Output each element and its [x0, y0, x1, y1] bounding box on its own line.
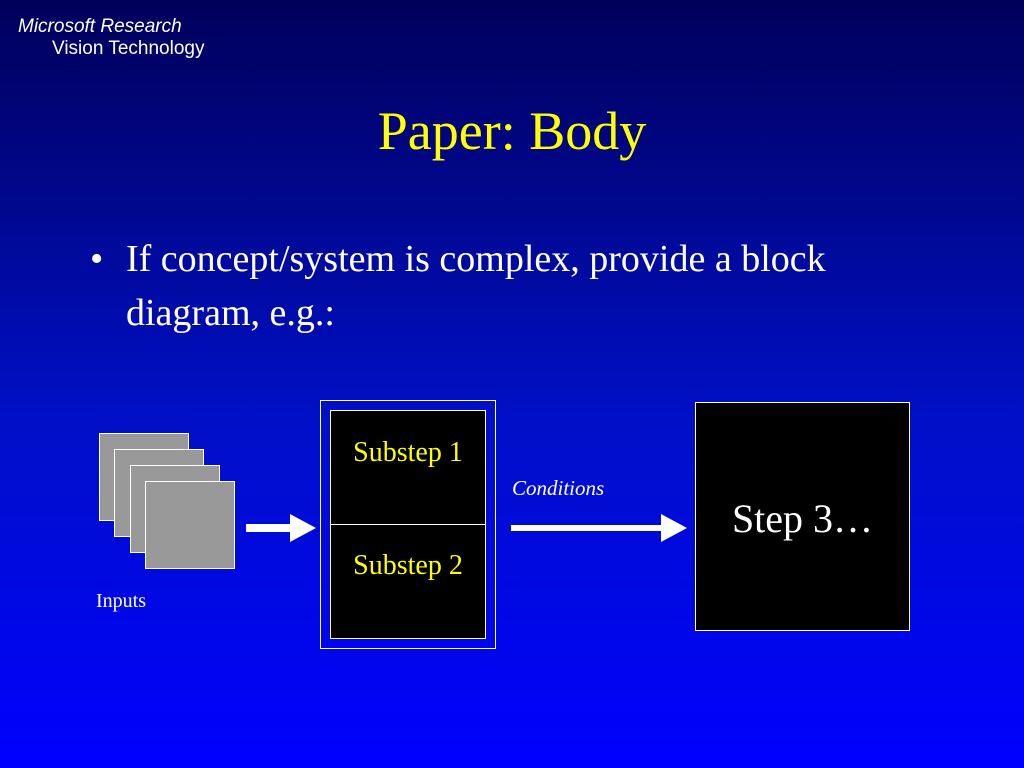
substep-2: Substep 2 — [353, 550, 463, 581]
conditions-label: Conditions — [512, 476, 605, 500]
input-page-4 — [145, 481, 235, 569]
step3-label: Step 3… — [731, 496, 874, 541]
inputs-label: Inputs — [96, 590, 146, 612]
substep-divider — [331, 524, 485, 525]
bullet-text: If concept/system is complex, provide a … — [126, 238, 826, 334]
brand-line-1: Microsoft Research — [18, 16, 182, 37]
inputs-arrow — [246, 514, 316, 542]
substep-group-box: Substep 1 Substep 2 — [330, 410, 486, 639]
brand-header: Microsoft Research Vision Technology — [18, 16, 204, 60]
slide-title: Paper: Body — [377, 101, 647, 161]
substep-group-frame — [320, 400, 496, 649]
substep-1: Substep 1 — [353, 437, 463, 468]
conditions-arrow — [511, 514, 687, 542]
brand-line-2: Vision Technology — [52, 38, 205, 59]
bullet-symbol: • — [90, 238, 104, 280]
step3-box: Step 3… — [695, 402, 910, 631]
